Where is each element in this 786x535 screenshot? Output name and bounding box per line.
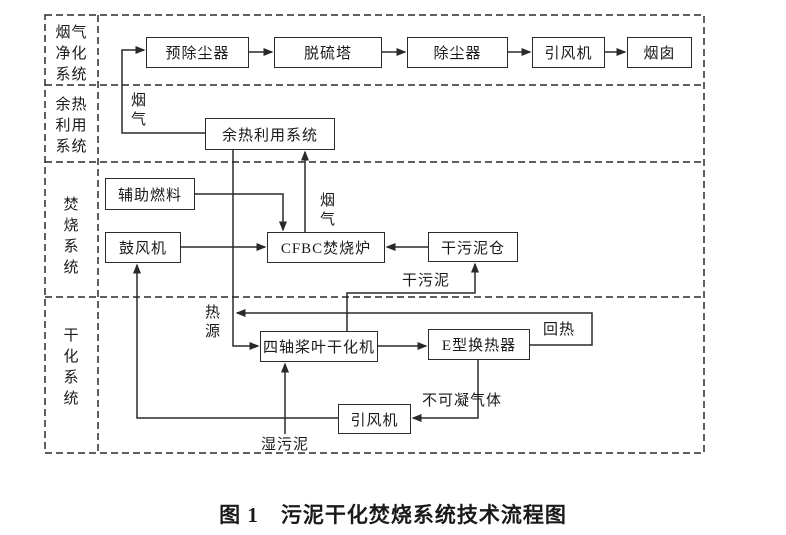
node-deduster: 除尘器	[407, 37, 508, 68]
flow-wasteheat-to-prededuster-flue-gas	[121, 46, 205, 134]
edge-label-heat-source: 热 源	[204, 305, 221, 340]
flow-fan-to-blower-recirculation	[133, 263, 338, 419]
edge-label-non-condensable-gas: 不可凝气体	[422, 393, 503, 409]
node-desulfurization-tower: 脱硫塔	[274, 37, 382, 68]
section-label-drying: 干 化 系 统	[63, 328, 80, 407]
edge-label-dry-sludge: 干污泥	[402, 273, 451, 289]
flow-auxfuel-to-cfbc	[195, 193, 287, 232]
section-label-flue-gas-purification: 烟气 净化 系统	[55, 25, 88, 83]
edge-label-flue-gas-waste-heat: 烟 气	[319, 193, 336, 228]
node-chimney: 烟囱	[627, 37, 692, 68]
figure-caption: 图 1 污泥干化焚烧系统技术流程图	[219, 503, 567, 527]
flow-exchanger-to-fan-noncondensable	[411, 360, 479, 422]
node-paddle-dryer: 四轴桨叶干化机	[260, 331, 378, 362]
node-auxiliary-fuel: 辅助燃料	[105, 178, 195, 210]
flow-wasteheat-to-dryer-heat-source	[232, 150, 260, 350]
node-induced-draft-fan-top: 引风机	[532, 37, 605, 68]
node-e-type-heat-exchanger: E型换热器	[428, 329, 530, 360]
section-label-incineration: 焚 烧 系 统	[63, 197, 80, 276]
node-induced-draft-fan-bottom: 引风机	[338, 404, 411, 434]
node-waste-heat-system: 余热利用系统	[205, 118, 335, 150]
flow-exchanger-reheat-return	[235, 309, 593, 346]
node-dry-sludge-silo: 干污泥仓	[428, 232, 518, 262]
edge-label-wet-sludge: 湿污泥	[261, 437, 310, 453]
node-blower: 鼓风机	[105, 232, 181, 263]
edge-label-flue-gas-purification: 烟 气	[130, 93, 147, 128]
node-pre-deduster: 预除尘器	[146, 37, 249, 68]
edge-label-reheat: 回热	[543, 322, 576, 338]
section-label-waste-heat-utilization: 余热 利用 系统	[55, 97, 88, 155]
flow-dryer-to-silo-dry-sludge	[346, 262, 479, 331]
dashed-outer-frame	[44, 14, 705, 454]
node-cfbc-incinerator: CFBC焚烧炉	[267, 232, 385, 263]
